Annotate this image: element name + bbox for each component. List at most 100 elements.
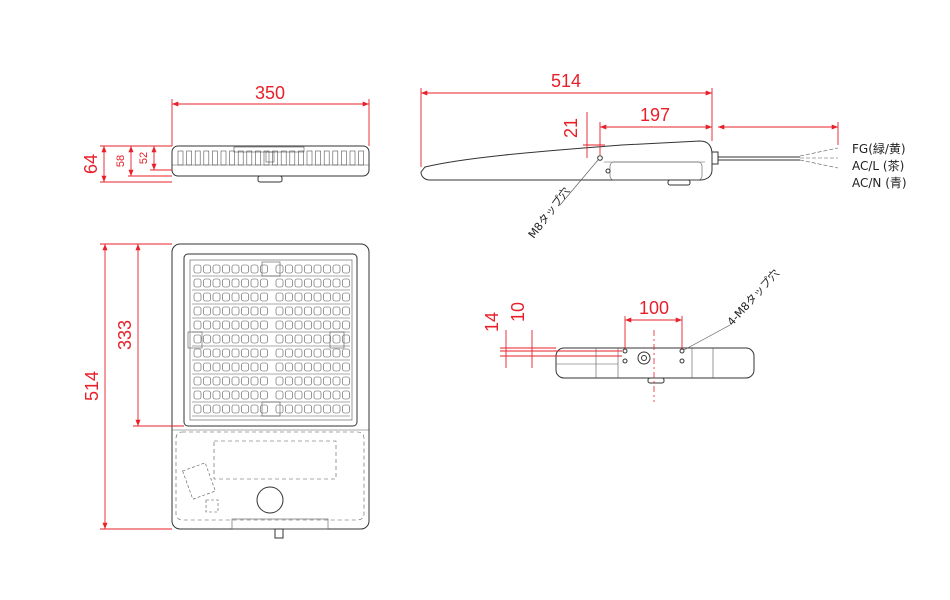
- led-module: [342, 306, 350, 316]
- led-module: [285, 390, 293, 400]
- led-module: [250, 278, 259, 288]
- dim-label-58: 58: [115, 155, 127, 167]
- note-tap-single: M8タップ穴: [525, 184, 573, 241]
- led-module: [212, 334, 221, 344]
- bottom-view-boss: [647, 377, 665, 384]
- led-module: [294, 320, 303, 330]
- led-module: [193, 278, 202, 288]
- led-module: [193, 292, 202, 302]
- led-module: [294, 278, 303, 288]
- front-view-led-panel: [189, 259, 353, 421]
- led-module: [304, 264, 312, 274]
- led-module: [323, 292, 331, 302]
- led-module: [250, 362, 259, 372]
- led-module: [222, 362, 230, 372]
- mount-hole: [256, 486, 284, 514]
- top-view: 350 64 58 52: [81, 83, 370, 183]
- led-module: [212, 348, 221, 358]
- led-module: [193, 264, 202, 274]
- led-module: [241, 264, 249, 274]
- panel-clip: [261, 401, 281, 417]
- heatsink-fin: [358, 150, 364, 166]
- led-module: [275, 390, 284, 400]
- led-module: [250, 320, 259, 330]
- led-module: [294, 264, 303, 274]
- led-module: [304, 404, 312, 414]
- led-module: [313, 264, 322, 274]
- led-module: [203, 306, 211, 316]
- led-module: [304, 376, 312, 386]
- led-module: [231, 348, 240, 358]
- led-module: [231, 404, 240, 414]
- led-module: [260, 278, 268, 288]
- wire-label-fg: FG(緑/黄): [852, 141, 906, 156]
- led-module: [294, 362, 303, 372]
- led-module: [332, 390, 341, 400]
- led-module: [241, 306, 249, 316]
- led-module: [275, 306, 284, 316]
- side-view-gland: [711, 151, 719, 165]
- led-module: [193, 376, 202, 386]
- led-module: [323, 404, 331, 414]
- led-module: [275, 278, 284, 288]
- led-module: [222, 348, 230, 358]
- led-module: [323, 278, 331, 288]
- led-module: [332, 264, 341, 274]
- led-module: [260, 390, 268, 400]
- led-module: [313, 348, 322, 358]
- heatsink-fin: [323, 150, 330, 166]
- led-module: [323, 362, 331, 372]
- panel-clip: [329, 331, 345, 349]
- led-module: [275, 334, 284, 344]
- led-module: [294, 404, 303, 414]
- led-module: [313, 278, 322, 288]
- dim-label-514-front: 514: [82, 371, 102, 401]
- led-module: [203, 292, 211, 302]
- heatsink-fin: [332, 150, 339, 166]
- led-module: [241, 348, 249, 358]
- led-module: [203, 320, 211, 330]
- led-module: [212, 390, 221, 400]
- bottom-tap-hole: [679, 358, 685, 364]
- led-module: [212, 376, 221, 386]
- led-module: [212, 362, 221, 372]
- leader-line: [559, 159, 599, 206]
- led-module: [250, 306, 259, 316]
- heatsink-fin: [349, 150, 356, 166]
- heatsink-fin: [315, 150, 321, 166]
- led-module: [304, 362, 312, 372]
- led-module: [222, 306, 230, 316]
- heatsink-fin: [298, 150, 304, 166]
- led-module: [203, 334, 211, 344]
- led-module: [323, 264, 331, 274]
- led-module: [212, 278, 221, 288]
- led-module: [304, 390, 312, 400]
- led-module: [332, 334, 341, 344]
- led-module: [285, 362, 293, 372]
- led-module: [203, 390, 211, 400]
- led-module: [313, 292, 322, 302]
- led-module: [241, 334, 249, 344]
- led-module: [342, 292, 350, 302]
- led-module: [304, 292, 312, 302]
- led-module: [323, 320, 331, 330]
- led-module: [260, 334, 268, 344]
- side-view: FG(緑/黄) AC/L (茶) AC/N (青) 514 197 21 M8タ…: [420, 71, 907, 241]
- bottom-boss-inner: [641, 355, 647, 361]
- dim-label-100: 100: [639, 298, 669, 318]
- led-module: [285, 306, 293, 316]
- led-module: [313, 390, 322, 400]
- dim-label-197: 197: [640, 105, 670, 125]
- led-module: [285, 320, 293, 330]
- led-module: [294, 390, 303, 400]
- panel-clip: [187, 331, 203, 349]
- led-module: [342, 362, 350, 372]
- side-view-body: [420, 140, 713, 181]
- heatsink-fin: [212, 150, 218, 166]
- led-module: [203, 264, 211, 274]
- led-module: [212, 320, 221, 330]
- led-module: [332, 306, 341, 316]
- led-module: [323, 376, 331, 386]
- led-module: [222, 334, 230, 344]
- led-module: [332, 348, 341, 358]
